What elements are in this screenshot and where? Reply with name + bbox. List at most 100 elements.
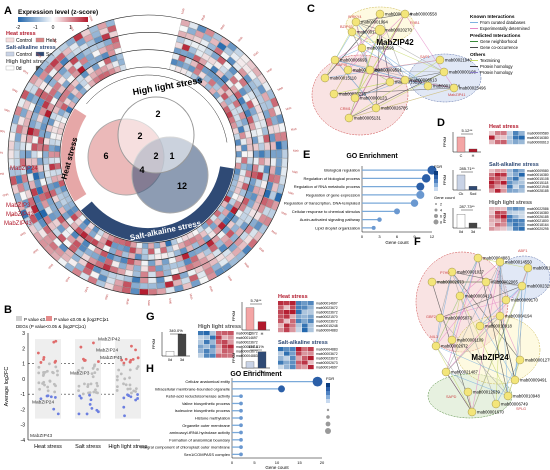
expression-bar: [468, 186, 478, 191]
bar-label: Ck: [459, 192, 464, 196]
heatmap-cell: [228, 344, 234, 349]
heatmap-cell: [507, 177, 513, 181]
scatter-point: [48, 362, 51, 366]
heatmap-cell: [136, 242, 143, 249]
heatmap-cell: [85, 234, 94, 243]
heatmap-cell: [237, 125, 245, 134]
scatter-point: [37, 381, 41, 385]
scatter-point: [85, 412, 89, 416]
scatter-point: [37, 371, 41, 375]
heatmap-cell: [222, 331, 228, 336]
expression-title: High light stress: [198, 324, 241, 330]
scatter-point: [116, 375, 119, 378]
heatmap-cell: [47, 221, 57, 232]
heatmap-cell: [251, 113, 260, 123]
fdr-swatch: [434, 183, 438, 187]
heatmap-cell: [264, 157, 271, 166]
heatmap-row-label: mab00016380: [527, 211, 549, 215]
heatmap-cell: [63, 61, 73, 71]
heatmap-cell: [519, 177, 525, 181]
heatmap-cell: [107, 25, 117, 33]
heatmap-cell: [278, 305, 284, 310]
network-edge: [445, 371, 509, 397]
legend-item: Protein homology: [480, 70, 513, 75]
heatmap-cell: [209, 37, 220, 47]
heatmap-cell: [17, 97, 26, 108]
network-edge: [334, 47, 363, 61]
heatmap-cell: [87, 275, 98, 285]
heatmap-cell: [38, 70, 49, 81]
fdr-swatch: [434, 187, 438, 191]
heatmap-cell: [308, 314, 314, 319]
gene-tick: Mab: [168, 298, 173, 305]
heatmap-cell: [271, 200, 280, 211]
heatmap-cell: [140, 271, 149, 278]
heatmap-cell: [71, 267, 82, 277]
heatmap-row-label: mab00018164: [527, 223, 549, 227]
heatmap-cell: [501, 181, 507, 185]
expression-bar: [165, 351, 175, 357]
zscore-gradient: [18, 17, 88, 22]
heatmap-cell: [501, 227, 507, 231]
go-dot: [377, 217, 382, 222]
network-edge: [379, 13, 406, 81]
heatmap-cell: [495, 189, 501, 193]
heatmap-row-label: mab00009580: [527, 132, 549, 136]
y-tick: 0: [22, 377, 25, 383]
scatter-point: [92, 390, 96, 394]
heatmap-cell: [44, 206, 53, 216]
heatmap-cell: [217, 221, 227, 231]
network-node: [431, 341, 441, 351]
network-edge: [361, 47, 429, 87]
heatmap-cell: [257, 164, 265, 173]
node-label: mab00010948: [513, 394, 540, 399]
mini-label: SAPIX: [336, 63, 348, 67]
node-label: mab00012639: [473, 390, 500, 395]
heatmap-cell: [78, 222, 88, 231]
go-dot: [416, 190, 425, 199]
go-x-tick: 3: [378, 234, 381, 239]
heatmap-row-label: mab00003413: [236, 345, 258, 349]
heatmap-cell: [14, 132, 22, 142]
panel-c: C mab00001994mab00002294mab00000558mab00…: [307, 3, 530, 136]
heatmap-cell: [296, 360, 302, 365]
heatmap-cell: [519, 211, 525, 215]
network-node: [374, 24, 386, 36]
count-legend-label: 2: [440, 203, 442, 207]
node-label: mab00002673: [437, 280, 464, 285]
network-edge: [333, 81, 391, 95]
heatmap-cell: [507, 135, 513, 140]
heatmap-cell: [28, 119, 37, 129]
network-edge: [333, 87, 455, 95]
heatmap-cell: [185, 244, 194, 253]
heatmap-cell: [224, 97, 233, 106]
stress-legend-item: Heat: [46, 38, 57, 44]
heatmap-cell: [216, 349, 222, 354]
heatmap-cell: [259, 119, 268, 128]
go-x-tick: 6: [396, 234, 399, 239]
network-edge: [435, 345, 516, 381]
heatmap-cell: [52, 105, 61, 115]
heatmap-cell: [148, 242, 155, 249]
network-edge: [435, 295, 461, 347]
heatmap-cell: [296, 301, 302, 306]
heatmap-cell: [26, 165, 33, 174]
node-label: mab00021487: [451, 370, 478, 375]
heatmap-cell: [507, 223, 513, 227]
network-node: [375, 9, 385, 19]
heatmap-cell: [13, 192, 22, 203]
ring-separator: [7, 14, 289, 296]
heatmap-cell: [29, 84, 39, 95]
heatmap-cell: [507, 140, 513, 145]
heatmap-row-label: mab00021800: [527, 219, 549, 223]
heatmap-cell: [495, 181, 501, 185]
go-term: Lipid droplet organization: [315, 225, 360, 230]
scatter-point: [136, 356, 140, 360]
heatmap-cell: [54, 157, 61, 164]
heatmap-cell: [105, 276, 116, 285]
heatmap-cell: [229, 233, 239, 243]
heatmap-cell: [57, 192, 65, 201]
expression-bar: [456, 174, 466, 191]
heatmap-row-label: mab00023672: [316, 357, 338, 361]
heatmap-cell: [80, 28, 91, 38]
